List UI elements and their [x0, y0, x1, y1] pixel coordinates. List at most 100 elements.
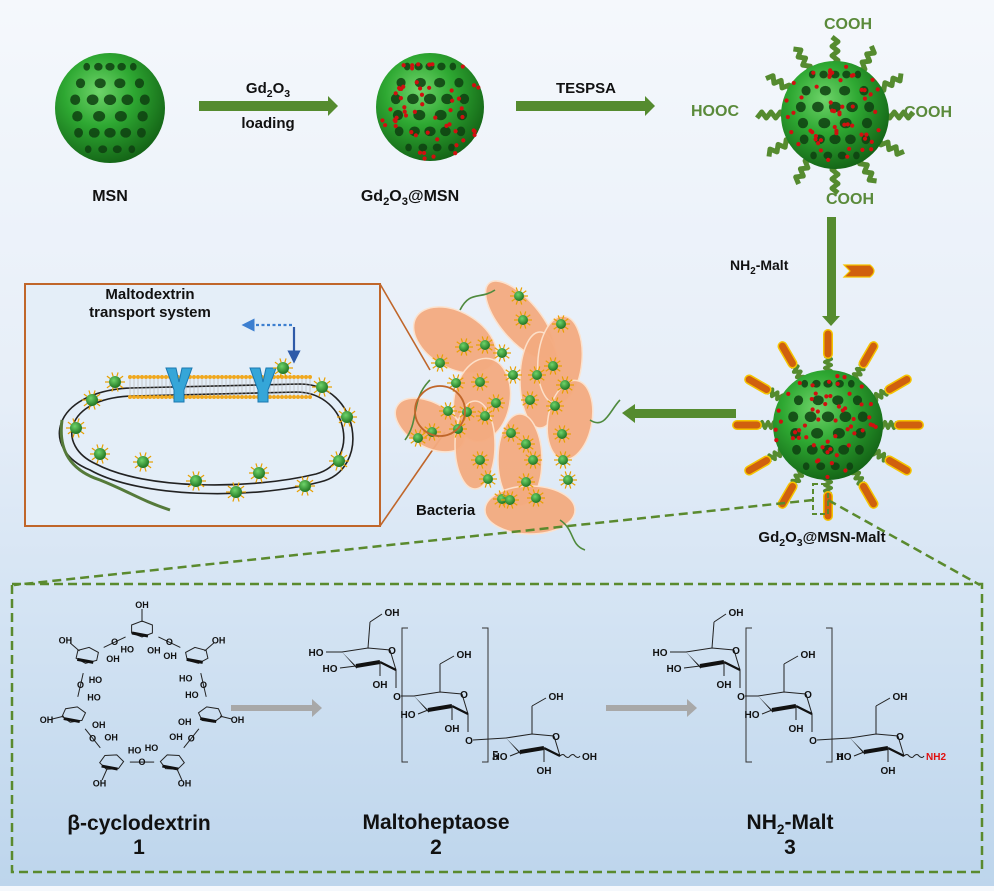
bold-bond: [379, 661, 397, 671]
np-ligand: [564, 471, 568, 476]
ring-bond: [757, 691, 807, 697]
np-ligand: [480, 451, 484, 456]
lipid-head: [140, 395, 144, 399]
lipid-head: [236, 395, 240, 399]
lipid-head: [212, 395, 216, 399]
nanoparticle: [70, 422, 82, 434]
np-ligand: [351, 410, 356, 414]
np-ligand: [296, 489, 301, 493]
gd2o3-particle: [832, 124, 837, 130]
lipid-head: [136, 375, 140, 379]
linker-chain: [755, 109, 787, 121]
np-ligand: [511, 424, 515, 429]
gd2o3-particle: [859, 87, 864, 92]
bold-bond: [76, 657, 94, 664]
gd2o3-particle: [799, 95, 804, 100]
pore: [845, 134, 856, 145]
gd2o3-particle: [833, 434, 838, 439]
linker-chain: [857, 45, 877, 73]
gd2o3-particle: [414, 80, 419, 85]
cooh-label-top: COOH: [824, 16, 872, 33]
np-ligand: [515, 322, 520, 326]
np-ligand: [104, 457, 109, 461]
bold-bond: [771, 704, 797, 712]
nanoparticle: [548, 361, 558, 371]
np-ligand: [348, 422, 351, 427]
np-ligand: [91, 457, 96, 461]
bond: [114, 636, 126, 643]
bold-bond: [863, 746, 889, 754]
lipid-head: [216, 375, 220, 379]
gd2o3-particle: [868, 92, 873, 97]
linker-chain: [877, 137, 905, 157]
np-ligand: [104, 447, 109, 451]
nanoparticle: [137, 456, 149, 468]
pore: [117, 62, 126, 71]
lipid-head: [136, 395, 140, 399]
ring-bond: [553, 735, 561, 757]
lipid-head: [128, 375, 132, 379]
np-ligand: [530, 404, 534, 409]
np-ligand: [498, 490, 502, 495]
np-ligand: [565, 428, 570, 432]
glucose-ring: [159, 754, 185, 770]
pore: [812, 101, 824, 113]
pore: [120, 127, 132, 138]
flagellum: [559, 519, 586, 551]
gd2o3-particle: [859, 132, 864, 137]
atom-label: OH: [729, 608, 744, 619]
np-ligand: [496, 394, 500, 399]
atom-label: OH: [40, 715, 54, 725]
np-ligand: [472, 376, 477, 380]
np-ligand: [414, 429, 418, 434]
gd2o3-particle: [402, 109, 407, 114]
atom-label: OH: [169, 732, 183, 742]
gd2o3-particle: [797, 380, 802, 386]
np-ligand: [197, 471, 200, 476]
np-ligand: [488, 470, 492, 475]
linker-chain: [857, 155, 877, 184]
np-ligand: [472, 462, 477, 466]
np-ligand: [485, 420, 489, 425]
pore: [134, 78, 145, 89]
np-ligand: [274, 361, 279, 365]
np-ligand: [96, 393, 101, 397]
bold-bond: [887, 747, 905, 757]
gd2o3-particle: [790, 436, 796, 441]
np-ligand: [240, 485, 245, 489]
np-ligand: [96, 444, 99, 449]
atom-label: HO: [120, 644, 134, 654]
np-ligand: [536, 454, 541, 458]
nanoparticle: [459, 342, 469, 352]
atom-label: HO: [837, 752, 852, 763]
np-ligand: [435, 426, 440, 430]
np-ligand: [481, 407, 485, 412]
gd2o3-particle: [791, 80, 796, 86]
repeat-subscript: 5: [492, 749, 499, 764]
gd2o3-particle: [836, 404, 842, 409]
gd2o3-particle: [773, 427, 778, 432]
np-ligand: [458, 420, 462, 425]
ring-bond: [505, 733, 555, 739]
np-ligand: [101, 444, 104, 449]
nanoparticle: [253, 467, 265, 479]
gd2o3-particle: [828, 393, 833, 399]
lipid-head: [284, 395, 288, 399]
gd2o3-particle: [459, 106, 464, 111]
np-ligand: [232, 497, 235, 502]
bond: [80, 673, 84, 686]
np-ligand: [410, 440, 415, 444]
gd2o3-particle: [875, 87, 880, 92]
gd2o3-particle: [776, 408, 781, 413]
lipid-head: [196, 375, 200, 379]
bond: [711, 621, 715, 649]
gd2o3-particle: [472, 132, 477, 138]
gd2o3-particle: [813, 137, 818, 142]
atom-label: OH: [147, 646, 161, 656]
terminal-group: NH2: [926, 752, 946, 763]
lipid-head: [152, 395, 156, 399]
pore: [861, 117, 873, 129]
gd2o3-msn-malt-label: Gd2O3@MSN-Malt: [758, 529, 886, 549]
nanoparticle: [521, 477, 531, 487]
np-ligand: [506, 504, 510, 509]
